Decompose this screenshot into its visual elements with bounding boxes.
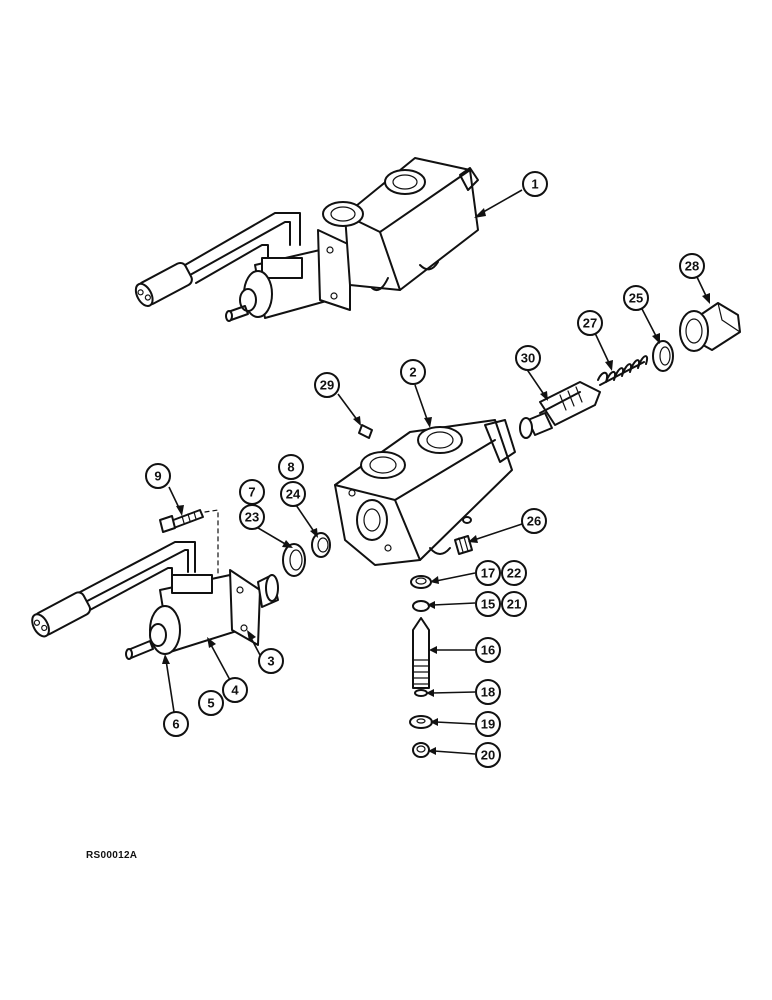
svg-text:28: 28	[685, 259, 699, 274]
bolt-drawing	[159, 509, 204, 533]
svg-text:7: 7	[248, 485, 255, 500]
callout-16: 16	[475, 637, 501, 663]
callout-22: 22	[501, 560, 527, 586]
callout-17: 17	[475, 560, 501, 586]
set-screw-drawing	[358, 424, 373, 439]
fitting-drawing	[454, 535, 473, 555]
leader-lines	[162, 189, 710, 755]
plug-drawing	[679, 302, 741, 352]
assembled-valve-drawing	[134, 157, 479, 322]
svg-text:1: 1	[531, 177, 538, 192]
svg-text:21: 21	[507, 597, 521, 612]
callout-28: 28	[679, 253, 705, 279]
callout-1: 1	[522, 171, 548, 197]
svg-text:15: 15	[481, 597, 495, 612]
callout-3: 3	[258, 648, 284, 674]
svg-text:4: 4	[231, 683, 239, 698]
callout-25: 25	[623, 285, 649, 311]
svg-text:5: 5	[207, 696, 214, 711]
callout-29: 29	[314, 372, 340, 398]
callout-7: 7	[239, 479, 265, 505]
spring-drawing	[597, 355, 648, 386]
solenoid-assembly-drawing	[31, 541, 279, 660]
svg-text:20: 20	[481, 748, 495, 763]
svg-text:2: 2	[409, 365, 416, 380]
svg-text:17: 17	[481, 566, 495, 581]
svg-text:19: 19	[481, 717, 495, 732]
callout-15: 15	[475, 591, 501, 617]
guide-line-dashed	[204, 509, 219, 576]
callout-8: 8	[278, 454, 304, 480]
svg-text:3: 3	[267, 654, 274, 669]
svg-text:22: 22	[507, 566, 521, 581]
callout-19: 19	[475, 711, 501, 737]
callout-23: 23	[239, 504, 265, 530]
callout-30: 30	[515, 345, 541, 371]
svg-text:6: 6	[172, 717, 179, 732]
callout-20: 20	[475, 742, 501, 768]
valve-body-drawing	[334, 419, 516, 566]
callout-27: 27	[577, 310, 603, 336]
svg-text:27: 27	[583, 316, 597, 331]
svg-text:25: 25	[629, 291, 643, 306]
svg-text:9: 9	[154, 469, 161, 484]
callout-5: 5	[198, 690, 224, 716]
callout-2: 2	[400, 359, 426, 385]
reference-code: RS00012A	[86, 850, 138, 861]
svg-text:26: 26	[527, 514, 541, 529]
valve-cartridge-drawing	[519, 381, 601, 439]
svg-text:16: 16	[481, 643, 495, 658]
callout-9: 9	[145, 463, 171, 489]
callout-18: 18	[475, 679, 501, 705]
svg-text:18: 18	[481, 685, 495, 700]
svg-text:23: 23	[245, 510, 259, 525]
callout-24: 24	[280, 481, 306, 507]
callout-26: 26	[521, 508, 547, 534]
adjuster-stack-drawing	[409, 575, 433, 758]
svg-text:8: 8	[287, 460, 294, 475]
svg-text:30: 30	[521, 351, 535, 366]
callout-6: 6	[163, 711, 189, 737]
washer-drawing	[652, 340, 674, 372]
svg-text:24: 24	[286, 487, 301, 502]
callout-4: 4	[222, 677, 248, 703]
seal-rings-drawing	[282, 532, 331, 577]
callout-21: 21	[501, 591, 527, 617]
svg-text:29: 29	[320, 378, 334, 393]
